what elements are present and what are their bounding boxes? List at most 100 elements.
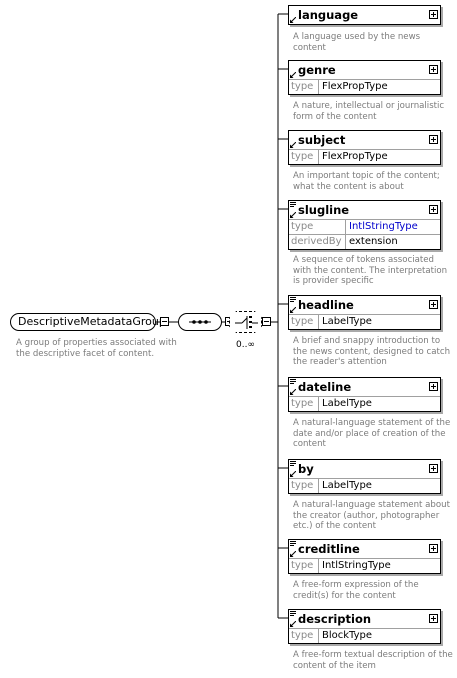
attribute-value: LabelType [322,316,372,327]
expand-icon[interactable] [429,65,438,74]
element-name: by [298,462,314,476]
attribute-value: FlexPropType [322,81,388,92]
doc-line: the reader's attention [293,357,387,368]
choice-compositor[interactable] [229,311,262,333]
attribute-key: type [289,315,319,329]
expand-icon[interactable] [429,300,438,309]
group-collapse-icon[interactable] [160,317,169,326]
expand-icon[interactable] [429,135,438,144]
doc-line: content of the item [293,660,376,671]
element-name: subject [298,133,346,147]
expand-icon[interactable] [429,464,438,473]
doc-line: A free-form expression of the [293,580,419,590]
reference-arrow-icon [290,551,296,557]
doc-line: date and/or place of creation of the [293,428,446,439]
element-header: slugline [289,201,440,219]
choice-icon [235,316,258,329]
attribute-value: extension [349,236,398,247]
doc-line: A natural-language statement of the [293,418,451,428]
doc-line: A natural-language statement about [293,500,450,510]
expand-icon[interactable] [429,544,438,553]
element-documentation: An important topic of the content;what t… [293,171,440,192]
doc-line: A nature, intellectual or journalistic [293,101,445,111]
choice-collapse-icon[interactable] [262,317,271,326]
element-name: creditline [298,542,360,556]
reference-arrow-icon [290,471,296,477]
doc-line: the creator (author, photographer [293,510,440,521]
group-label: DescriptiveMetadataGroup [18,315,166,328]
doc-line: the descriptive facet of content. [16,348,155,359]
attribute-value: LabelType [322,398,372,409]
sequence-compositor[interactable] [178,313,222,331]
doc-line: A free-form textual description of the [293,650,453,660]
expand-icon[interactable] [429,614,438,623]
doc-line: etc.) of the content [293,521,376,532]
attribute-key: type [289,80,319,94]
attribute-value: FlexPropType [322,151,388,162]
element-name: dateline [298,380,352,394]
attribute-key: type [289,629,319,643]
reference-arrow-icon [290,212,296,218]
doc-line: content [293,439,326,450]
expand-icon[interactable] [429,205,438,214]
element-header: dateline [289,378,440,396]
doc-line: what the content is about [293,181,404,192]
element-language[interactable]: language [288,5,441,25]
simple-content-icon [290,461,296,466]
doc-line: content [293,42,326,53]
reference-arrow-icon [290,17,296,23]
simple-content-icon [290,202,296,207]
simple-content-icon [290,379,296,384]
doc-line: A group of properties associated with [16,338,177,348]
expand-icon[interactable] [429,10,438,19]
element-header: subject [289,131,440,149]
descriptive-metadata-group-box[interactable]: DescriptiveMetadataGroup [10,313,166,331]
group-documentation: A group of properties associated with th… [16,338,177,359]
attribute-key: type [289,220,346,234]
element-name: description [298,612,372,626]
doc-line: form of the content [293,111,377,122]
doc-line: A sequence of tokens associated [293,255,434,265]
element-name: slugline [298,203,350,217]
reference-arrow-icon [290,72,296,78]
element-name: headline [298,298,354,312]
simple-content-icon [290,297,296,302]
choice-occurrence: 0..∞ [236,340,255,350]
doc-line: An important topic of the content; [293,171,440,181]
attribute-value[interactable]: IntlStringType [349,221,418,232]
reference-arrow-icon [290,142,296,148]
expand-icon[interactable] [429,382,438,391]
element-header: description [289,610,440,628]
doc-line: is provider specific [293,276,374,287]
doc-line: with the content. The interpretation [293,265,448,276]
attribute-value: LabelType [322,480,372,491]
element-header: by [289,460,440,478]
doc-line: A brief and snappy introduction to [293,336,441,346]
element-header: headline [289,296,440,314]
simple-content-icon [290,541,296,546]
element-header: language [289,6,440,24]
attribute-key: type [289,479,319,493]
doc-line: the news content, designed to catch [293,346,451,357]
sequence-icon [189,320,211,324]
